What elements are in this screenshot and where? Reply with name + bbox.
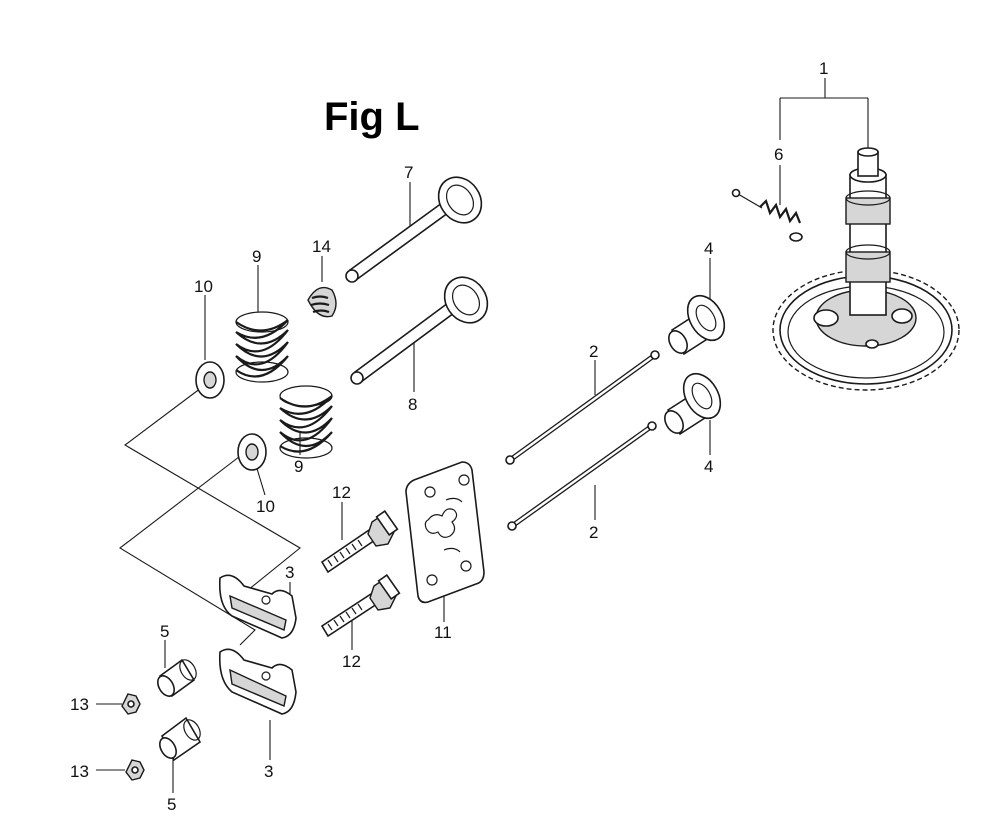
callout-5-upper: 5 [160, 622, 169, 641]
pivot-bolt-upper [320, 510, 399, 574]
callout-2-lower: 2 [589, 523, 598, 542]
adjusting-nut-lower [125, 759, 145, 781]
rocker-arm-lower [218, 648, 297, 715]
callout-4-upper: 4 [704, 239, 713, 258]
valve-lifter-lower [664, 372, 722, 436]
push-rod-lower [507, 421, 657, 531]
valve-lifter-upper [668, 294, 726, 356]
push-rod-upper [505, 350, 660, 465]
intake-valve [345, 176, 483, 283]
callout-13-upper: 13 [70, 695, 89, 714]
leader-lines [96, 78, 869, 793]
exhaust-valve [350, 276, 489, 385]
callout-1: 1 [819, 59, 828, 78]
callout-10-lower: 10 [256, 497, 275, 516]
figure-title: Fig L [324, 95, 420, 139]
valve-spring-lower [279, 385, 333, 459]
callout-10-upper: 10 [194, 277, 213, 296]
callout-11: 11 [434, 623, 452, 642]
valve-retainer-lower [237, 433, 267, 471]
callout-7: 7 [404, 163, 413, 182]
callout-4-lower: 4 [704, 457, 713, 476]
push-rod-guide-plate [405, 461, 485, 604]
callout-3-upper: 3 [285, 563, 294, 582]
decompressor-spring [731, 188, 803, 242]
callout-5-lower: 5 [167, 795, 176, 814]
pivot-bolt-lower [320, 574, 401, 638]
callout-13-lower: 13 [70, 762, 89, 781]
callout-labels: 1 6 7 14 9 10 4 8 2 9 10 4 12 2 3 5 11 1… [70, 59, 828, 814]
rocker-arm-upper [218, 574, 297, 639]
callout-12-upper: 12 [332, 483, 351, 502]
callout-2-upper: 2 [589, 342, 598, 361]
camshaft-gear-assembly [772, 147, 960, 391]
callout-9-lower: 9 [294, 457, 303, 476]
valve-retainer-upper [195, 361, 225, 399]
valve-spring-upper [235, 311, 289, 383]
adjusting-nut-upper [121, 693, 141, 715]
rocker-pivot-lower [159, 716, 202, 762]
callout-8: 8 [408, 395, 417, 414]
rocker-pivot-upper [157, 658, 197, 698]
callout-12-lower: 12 [342, 652, 361, 671]
valve-stem-seal [307, 286, 337, 318]
callout-6: 6 [774, 145, 783, 164]
callout-3-lower: 3 [264, 762, 273, 781]
callout-9-upper: 9 [252, 247, 261, 266]
callout-14: 14 [312, 237, 331, 256]
